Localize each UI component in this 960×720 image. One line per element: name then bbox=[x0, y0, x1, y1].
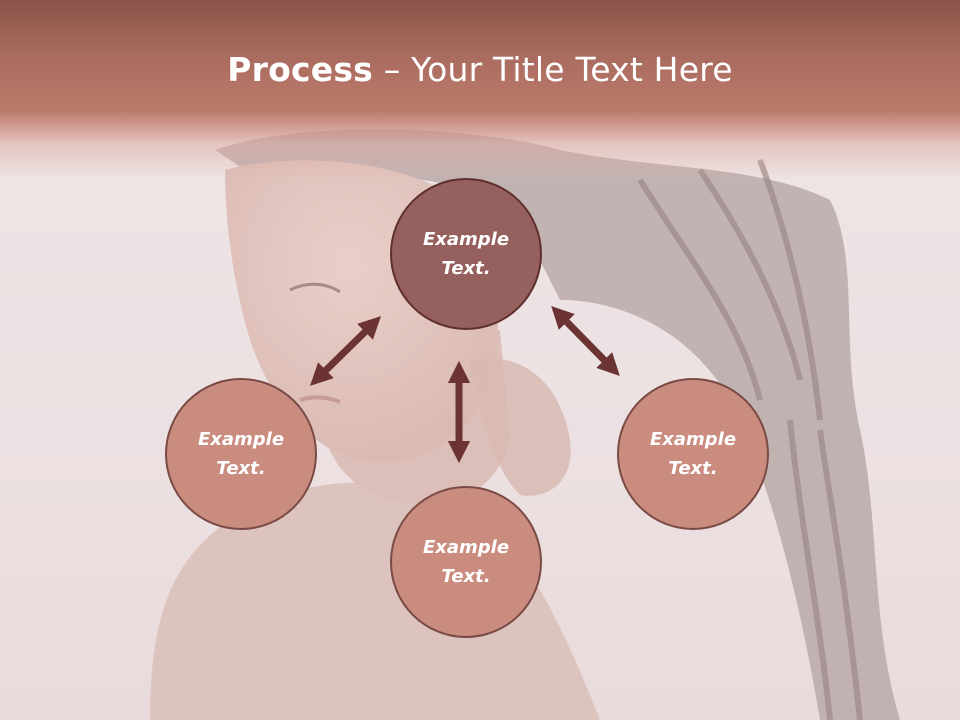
title-rest: – Your Title Text Here bbox=[373, 50, 733, 89]
node-top: Example Text. bbox=[390, 178, 542, 330]
arrow-top-left bbox=[310, 316, 381, 386]
node-bottom-text: Example Text. bbox=[422, 537, 510, 587]
slide-title: Process – Your Title Text Here bbox=[0, 50, 960, 89]
title-strong: Process bbox=[227, 50, 374, 89]
node-right-text: Example Text. bbox=[649, 429, 737, 479]
node-right: Example Text. bbox=[617, 378, 769, 530]
node-left-text: Example Text. bbox=[197, 429, 285, 479]
node-bottom: Example Text. bbox=[390, 486, 542, 638]
title-banner bbox=[0, 0, 960, 180]
node-left: Example Text. bbox=[165, 378, 317, 530]
node-top-text: Example Text. bbox=[422, 229, 510, 279]
arrow-top-right bbox=[551, 306, 620, 376]
